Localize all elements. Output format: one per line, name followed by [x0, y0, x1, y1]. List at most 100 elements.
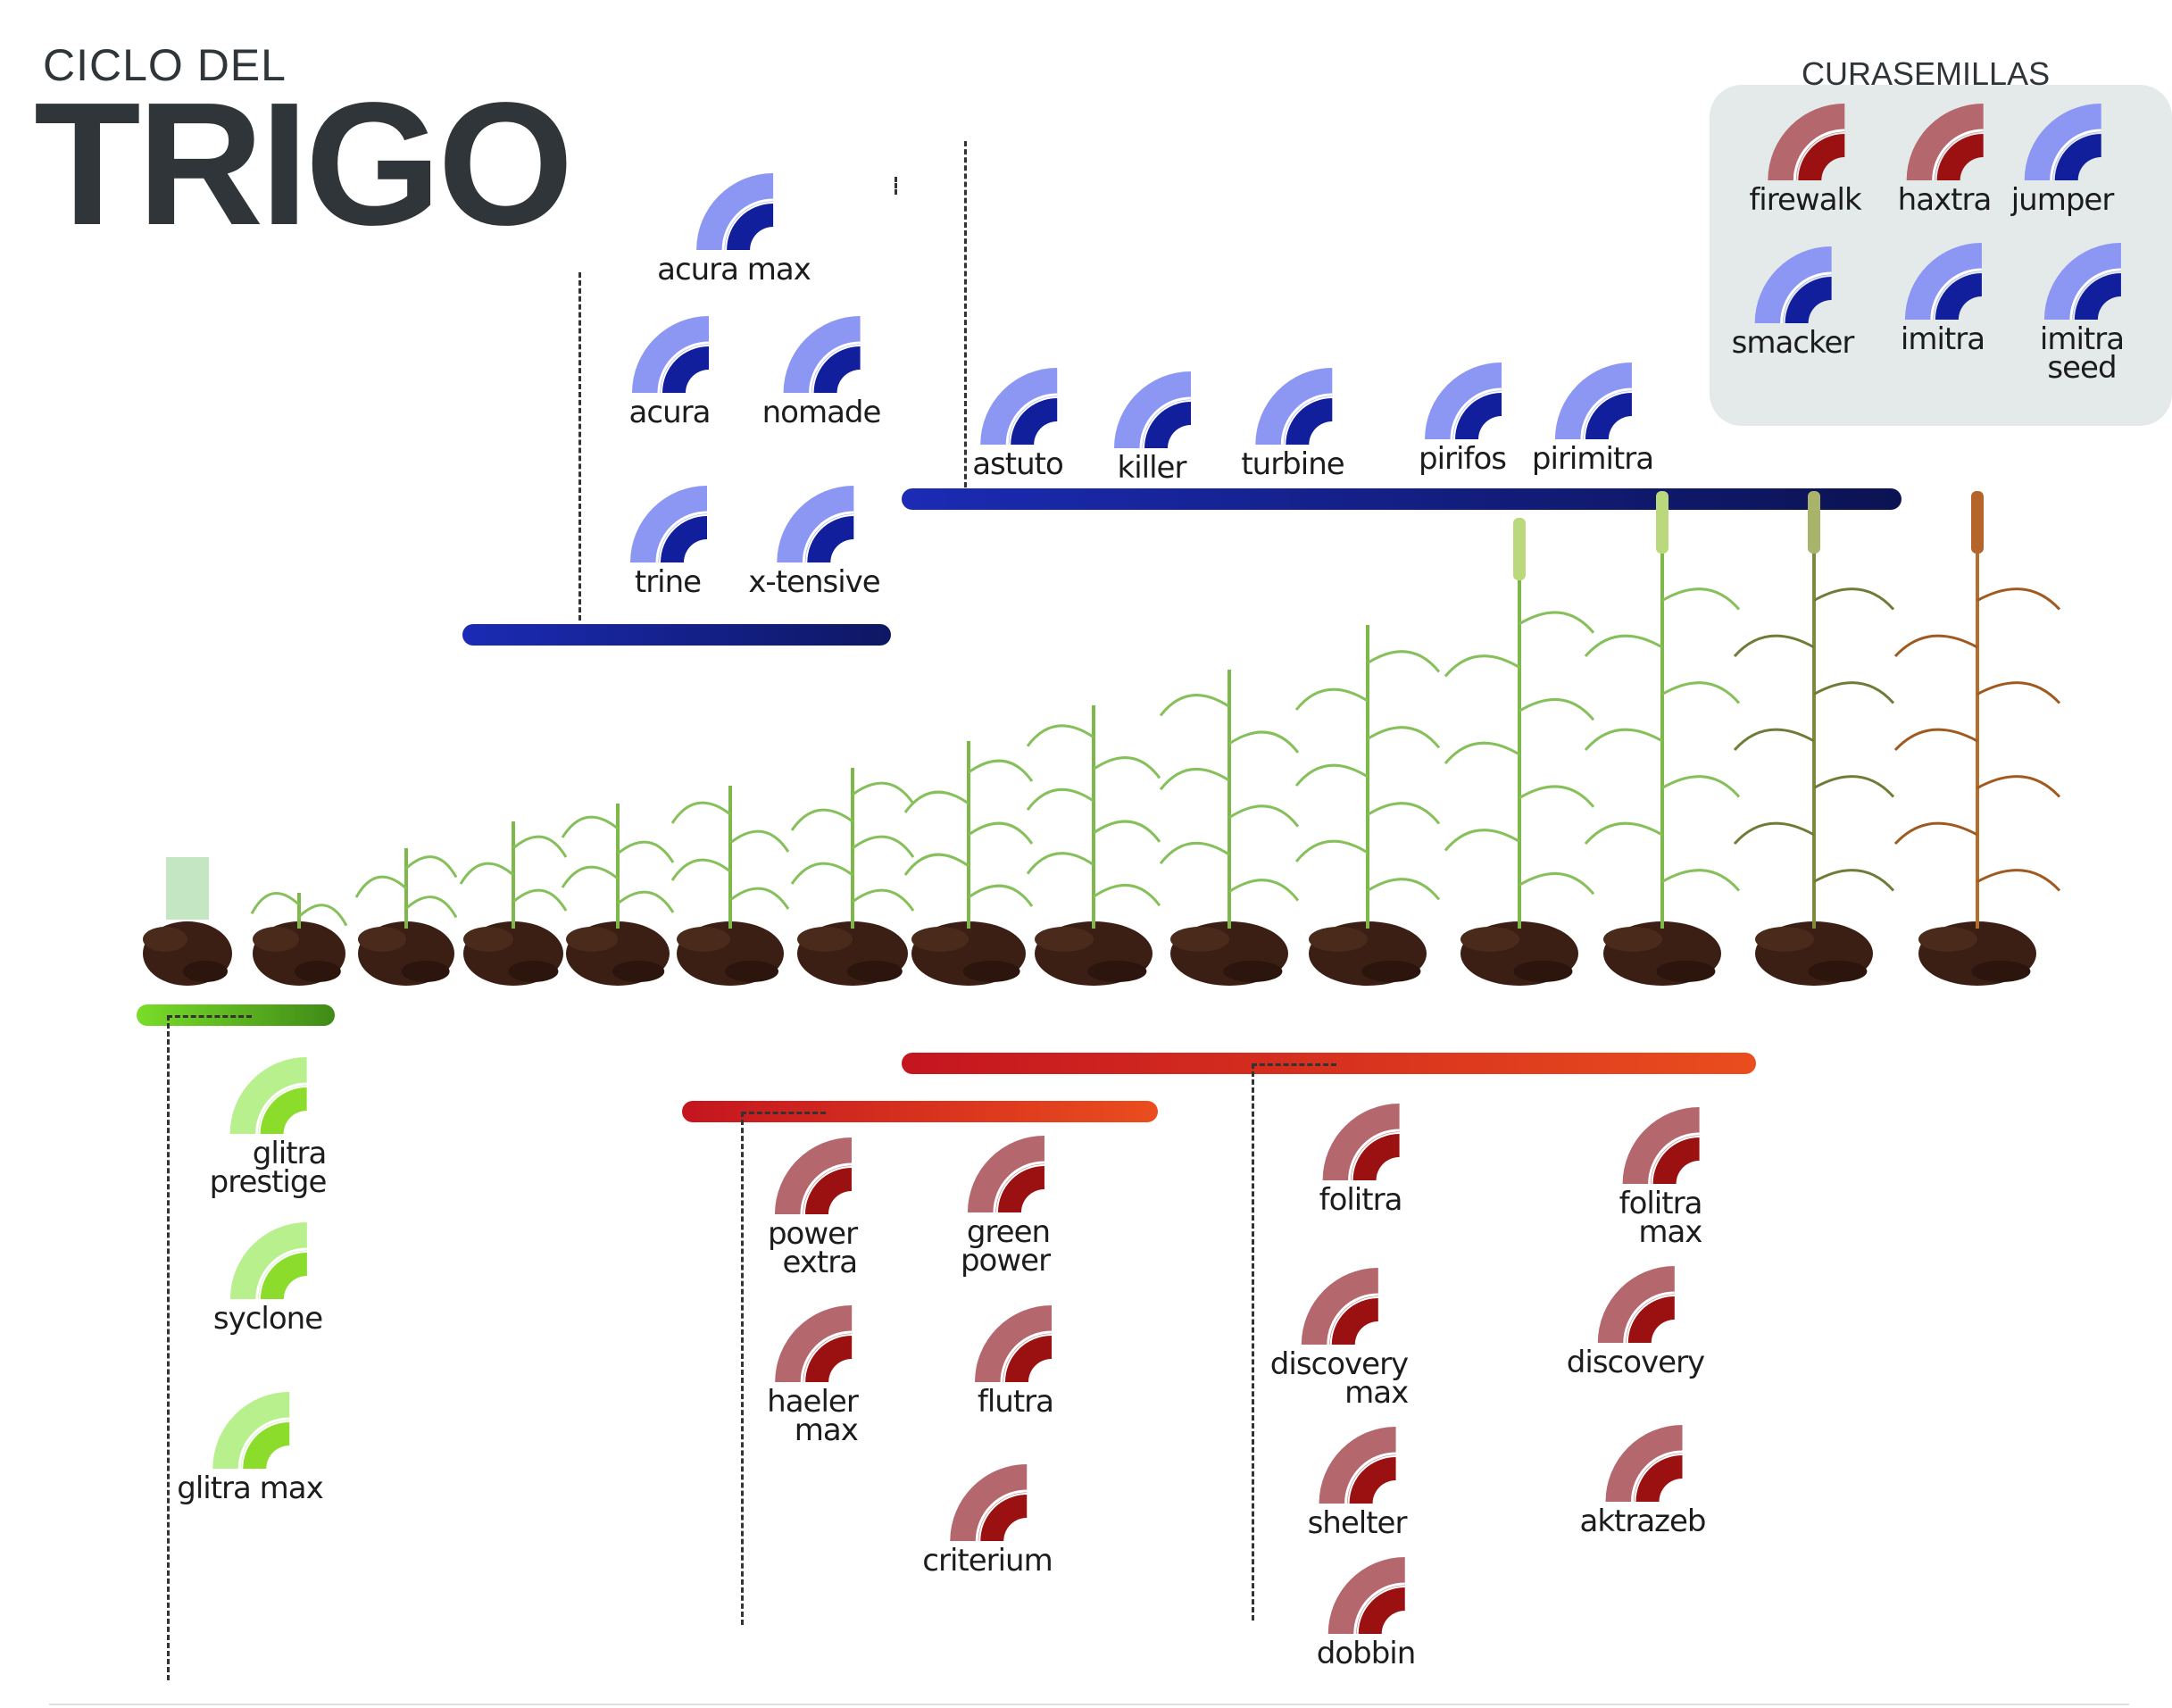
growth-stage [903, 741, 1034, 986]
product-label: criterium [922, 1543, 1053, 1579]
product-criterium: criterium [922, 1461, 1053, 1579]
product-flutra: flutra [971, 1302, 1054, 1420]
product-arc-icon [975, 1305, 1053, 1383]
early-fungicide-guide-tick [741, 1112, 826, 1114]
product-label: discovery [1566, 1345, 1705, 1380]
growth-stage [143, 857, 232, 986]
page-title: TRIGO [34, 66, 574, 262]
product-label: folitra [1619, 1186, 1703, 1221]
product-pirimitra: pirimitra [1531, 359, 1654, 477]
product-label: nomade [761, 395, 882, 430]
growth-stage [1584, 491, 1741, 986]
product-arc-icon [230, 1222, 308, 1300]
product-acura-max: acura max [657, 170, 811, 285]
early-herbicide-guide-right [895, 177, 897, 195]
product-arc-icon [229, 1057, 307, 1135]
early-herbicide-guide [578, 272, 581, 621]
growth-stage [1026, 705, 1161, 986]
product-arc-icon [1623, 1107, 1701, 1185]
product-arc-icon [1319, 1427, 1396, 1504]
product-label: killer [1117, 450, 1187, 486]
product-arc-icon [968, 1136, 1045, 1213]
product-label: glitra max [177, 1471, 324, 1506]
product-label: green [966, 1214, 1051, 1250]
product-arc-icon [1327, 1557, 1405, 1635]
product-label: prestige [209, 1164, 328, 1200]
product-label: max [794, 1412, 859, 1448]
product-discovery: discovery [1566, 1262, 1705, 1380]
curasemillas-title: CURASEMILLAS [1802, 55, 2051, 92]
sowing-guide-tick [167, 1015, 252, 1018]
product-arc-icon [775, 1137, 853, 1215]
product-arc-icon [1907, 104, 1985, 181]
product-label: imitra [1900, 321, 1985, 357]
growth-stage [1733, 491, 1895, 986]
product-label: x-tensive [748, 564, 880, 600]
product-arc-icon [1768, 104, 1845, 181]
product-aktrazeb: aktrazeb [1579, 1421, 1707, 1539]
product-label: aktrazeb [1579, 1504, 1706, 1539]
growth-stage [1893, 491, 2061, 986]
product-arc-icon [1904, 243, 1982, 321]
late-herbicide-guide [964, 141, 967, 487]
product-arc-icon [1554, 362, 1632, 440]
growth-stage [790, 768, 915, 986]
early-fungicide-guide [741, 1112, 744, 1625]
late-herbicide-bar [902, 488, 1902, 510]
product-label: glitra [252, 1136, 328, 1171]
product-label: haeler [767, 1384, 859, 1420]
product-arc-icon [632, 316, 710, 394]
product-label: turbine [1241, 446, 1344, 482]
product-arc-icon [1424, 362, 1502, 440]
product-arc-icon [212, 1392, 289, 1470]
product-arc-icon [2025, 104, 2102, 181]
product-label: jumper [2010, 182, 2115, 218]
sowing-guide [167, 1015, 170, 1680]
product-arc-icon [1604, 1425, 1682, 1503]
product-label: haxtra [1897, 182, 1993, 218]
product-turbine: turbine [1241, 364, 1345, 482]
product-killer: killer [1111, 368, 1193, 486]
product-arc-icon [775, 1305, 853, 1383]
product-label: extra [782, 1245, 858, 1280]
product-label: astuto [972, 446, 1064, 482]
product-haxtra: haxtra [1897, 100, 1993, 218]
product-astuto: astuto [972, 364, 1064, 482]
product-arc-icon [950, 1464, 1028, 1542]
product-label: max [1638, 1214, 1702, 1250]
product-label: power [767, 1216, 858, 1252]
growth-stage [561, 804, 675, 986]
product-label: max [1344, 1375, 1409, 1411]
product-x-tensive: x-tensive [748, 482, 881, 600]
title-small: CICLO DEL [43, 40, 287, 90]
product-label: pirifos [1419, 441, 1507, 477]
late-fungicide-guide [1252, 1063, 1254, 1621]
product-label: acura [628, 395, 712, 430]
product-glitra-max: glitra max [177, 1388, 324, 1506]
product-arc-icon [1254, 368, 1332, 446]
product-label: imitra [2039, 321, 2125, 357]
product-shelter: shelter [1308, 1423, 1407, 1538]
product-syclone: syclone [212, 1219, 323, 1337]
product-label: firewalk [1749, 182, 1861, 218]
late-fungicide-guide-tick [1252, 1063, 1336, 1066]
product-label: seed [2047, 350, 2117, 386]
product-smacker: smacker [1731, 243, 1855, 361]
product-folitra: folitra [1319, 1100, 1402, 1215]
product-label: smacker [1731, 325, 1855, 361]
product-arc-icon [630, 486, 708, 563]
product-label: pirimitra [1531, 441, 1654, 477]
product-arc-icon [784, 316, 861, 394]
growth-stage [670, 786, 790, 986]
bottom-rule [49, 1704, 2129, 1705]
product-label: flutra [977, 1384, 1054, 1420]
growth-stage [459, 821, 568, 986]
product-label: syclone [212, 1301, 323, 1337]
product-label: power [960, 1243, 1051, 1279]
